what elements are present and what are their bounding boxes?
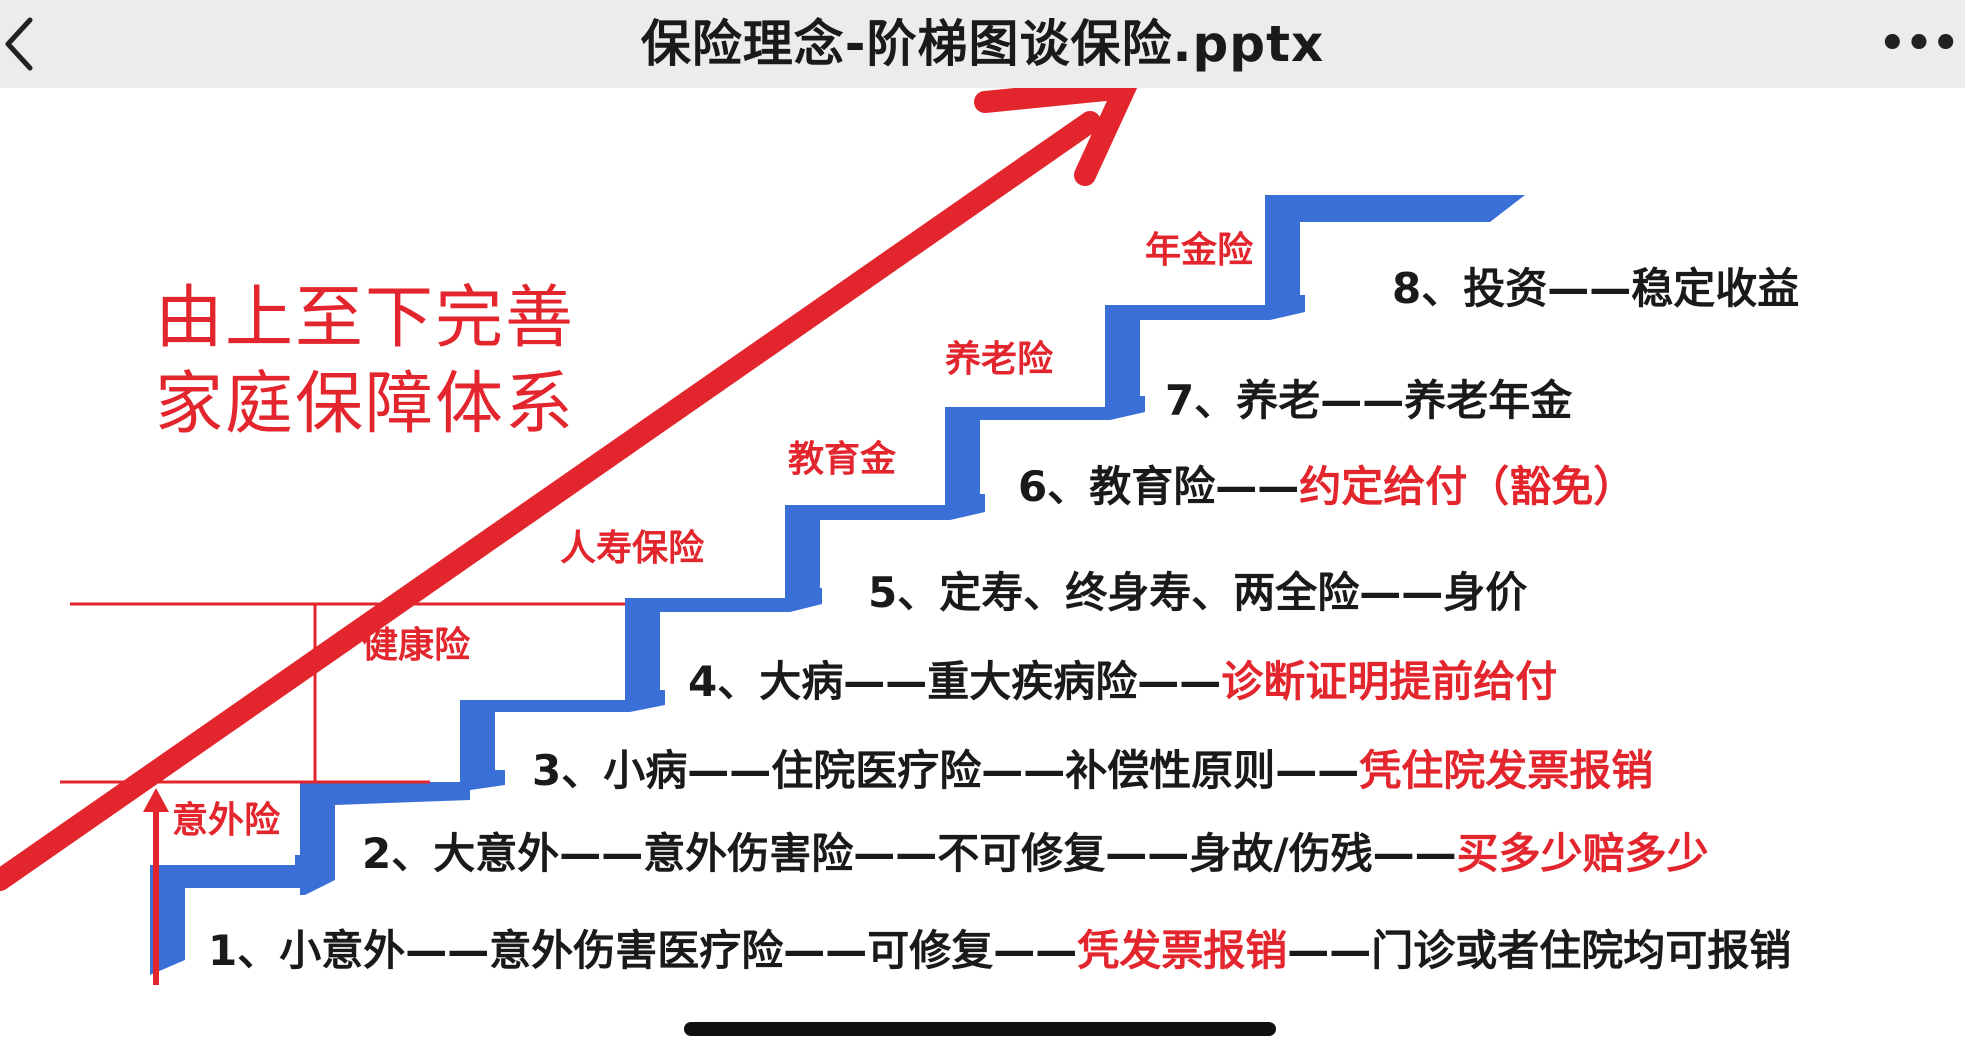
step-line-8-text: 8、投资——稳定收益 [1392, 264, 1800, 313]
stair-step-7 [1105, 295, 1305, 410]
step-label-accident: 意外险 [172, 800, 281, 841]
step-line-6: 6、教育险——约定给付（豁免） [1018, 466, 1635, 508]
step-line-3-highlight: 凭住院发票报销 [1359, 746, 1654, 795]
step-line-7: 7、养老——养老年金 [1165, 380, 1572, 422]
step-line-4-text: 4、大病——重大疾病险—— [688, 657, 1222, 706]
step-line-3: 3、小病——住院医疗险——补偿性原则——凭住院发票报销 [532, 750, 1653, 792]
headline-line-1: 由上至下完善 [155, 279, 576, 358]
step-line-4: 4、大病——重大疾病险——诊断证明提前给付 [688, 661, 1557, 703]
step-line-3-text: 3、小病——住院医疗险——补偿性原则—— [532, 746, 1360, 795]
step-line-2-text: 2、大意外——意外伤害险——不可修复——身故/伤残—— [362, 829, 1457, 878]
step-line-6-text: 6、教育险—— [1018, 462, 1300, 511]
step-line-1-tail: ——门诊或者住院均可报销 [1287, 926, 1792, 975]
back-button[interactable] [0, 0, 60, 88]
headline-line-2: 家庭保障体系 [155, 365, 576, 444]
step-line-7-text: 7、养老——养老年金 [1165, 376, 1573, 425]
step-line-4-highlight: 诊断证明提前给付 [1221, 657, 1558, 706]
more-options-button[interactable]: ••• [1877, 18, 1961, 70]
step-line-5: 5、定寿、终身寿、两全险——身价 [868, 572, 1527, 614]
stair-step-1 [150, 855, 325, 975]
step-label-life: 人寿保险 [560, 528, 705, 569]
step-line-1-highlight: 凭发票报销 [1077, 926, 1288, 975]
home-indicator[interactable] [684, 1022, 1276, 1036]
step-label-annuity: 年金险 [1145, 230, 1254, 271]
stair-step-4 [625, 588, 822, 700]
slide-graphics [0, 88, 1525, 985]
document-title: 保险理念-阶梯图谈保险.pptx [640, 15, 1325, 73]
growth-arrow-icon [0, 88, 1138, 891]
chevron-left-icon [5, 17, 33, 71]
stair-step-8 [1265, 195, 1525, 305]
stair-step-5 [785, 494, 985, 598]
stair-step-2 [300, 770, 505, 895]
step-line-1-text: 1、小意外——意外伤害医疗险——可修复—— [208, 926, 1078, 975]
step-label-education: 教育金 [788, 439, 897, 480]
step-label-pension: 养老险 [945, 339, 1054, 380]
up-arrow-icon [143, 788, 169, 985]
slide-canvas: 由上至下完善 家庭保障体系 意外险 健康险 人寿保险 教育金 养老险 年金险 8… [0, 88, 1965, 1050]
more-horizontal-icon: ••• [1877, 14, 1961, 74]
step-line-1: 1、小意外——意外伤害医疗险——可修复——凭发票报销——门诊或者住院均可报销 [208, 930, 1791, 972]
staircase [150, 195, 1525, 975]
title-bar: 保险理念-阶梯图谈保险.pptx ••• [0, 0, 1965, 88]
step-line-6-highlight: 约定给付（豁免） [1299, 462, 1636, 511]
step-label-health: 健康险 [362, 625, 471, 666]
step-line-2: 2、大意外——意外伤害险——不可修复——身故/伤残——买多少赔多少 [362, 833, 1709, 875]
step-line-5-text: 5、定寿、终身寿、两全险——身价 [868, 568, 1528, 617]
step-line-8: 8、投资——稳定收益 [1392, 268, 1799, 310]
step-line-2-highlight: 买多少赔多少 [1456, 829, 1709, 878]
